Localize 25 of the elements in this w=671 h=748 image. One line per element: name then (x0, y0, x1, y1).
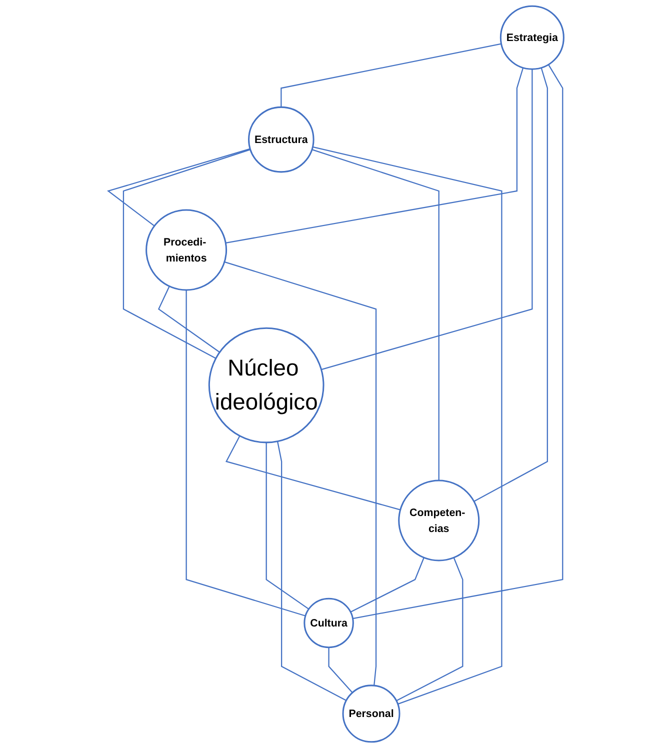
connector (185, 290, 306, 616)
connector (312, 146, 502, 705)
connector (265, 442, 309, 610)
node-circle: Estrategia (499, 5, 564, 70)
node-circle: Cultura (303, 598, 354, 648)
connector (280, 43, 501, 108)
node-circle: Procedi- mientos (145, 209, 227, 291)
connector (276, 441, 346, 701)
node-circle: Competen- cias (398, 480, 480, 562)
connector (122, 149, 250, 359)
connector (224, 261, 376, 686)
node-circle: Estructura (248, 106, 314, 173)
node-circle: Núcleo ideológico (208, 327, 324, 444)
connector (225, 436, 400, 510)
connector (311, 149, 439, 481)
connector (225, 68, 524, 244)
connector (396, 557, 463, 702)
connector (158, 286, 220, 353)
connector (328, 647, 352, 694)
node-circle: Personal (342, 684, 400, 743)
connector (350, 557, 424, 613)
connector (106, 148, 250, 226)
connector (473, 68, 548, 502)
connector (320, 69, 532, 370)
connector (352, 64, 563, 620)
